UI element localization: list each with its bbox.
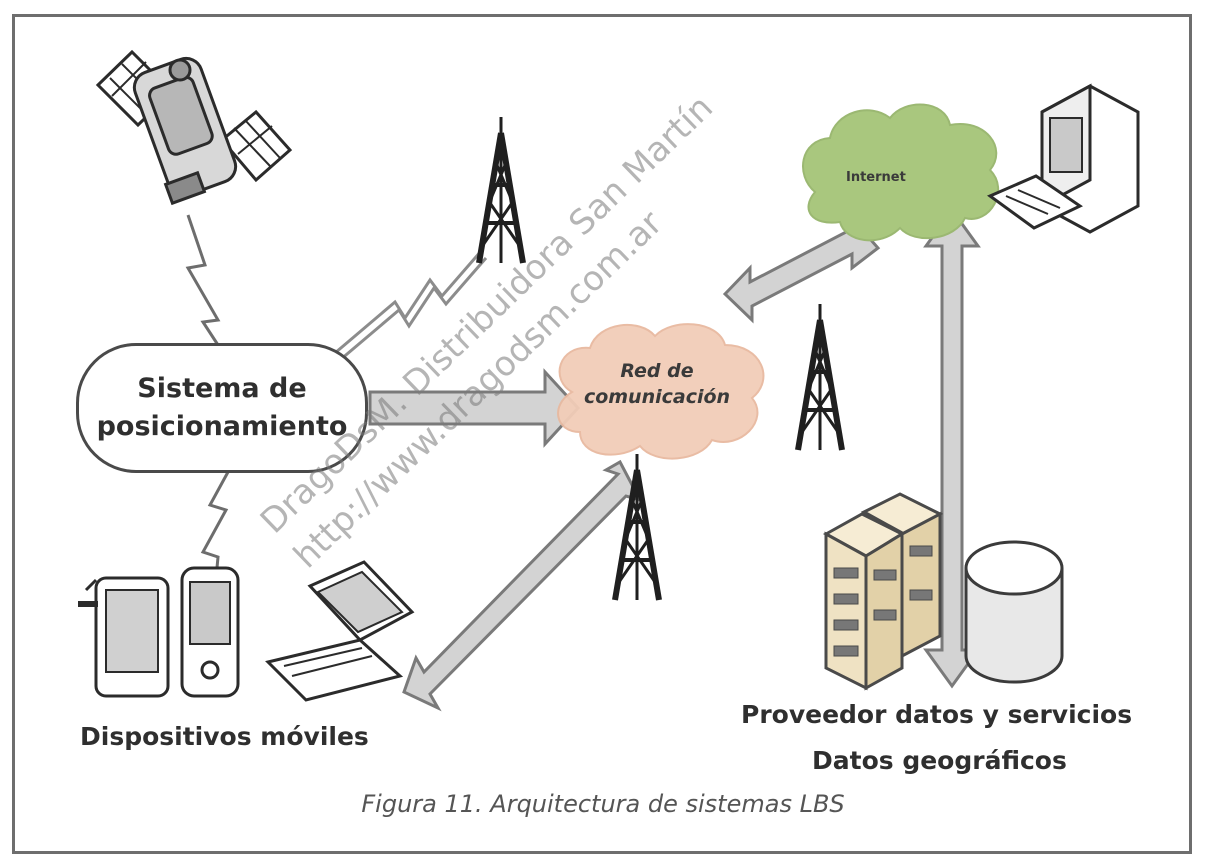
computer-icon (986, 83, 1140, 234)
provider-label: Proveedor datos y servicios (741, 700, 1133, 729)
positioning-system-node: Sistema de posicionamiento (76, 343, 368, 473)
device-link (200, 471, 230, 601)
satellite-link (185, 214, 221, 346)
internet-label: Internet (846, 170, 906, 185)
mobile-devices-label: Dispositivos móviles (80, 722, 369, 751)
satellite-icon (95, 49, 293, 206)
arrow-internet-provider (923, 207, 981, 689)
positioning-system-line2: posicionamiento (96, 411, 348, 442)
antenna-tower-icon (479, 117, 523, 263)
laptop-icon (265, 560, 415, 702)
arrow-positioning-to-network (368, 368, 581, 448)
arrow-network-internet (722, 212, 881, 324)
positioning-system-line1: Sistema de (137, 373, 307, 404)
tower-link (334, 249, 488, 362)
network-label-line2: comunicación (583, 386, 731, 408)
phone-icon (180, 566, 240, 698)
tablet-icon (78, 576, 170, 698)
network-node-label: Red de comunicación (552, 358, 762, 410)
internet-cloud-icon (802, 103, 1000, 242)
figure-caption: Figura 11. Arquitectura de sistemas LBS (361, 790, 845, 818)
network-label-line1: Red de (620, 360, 694, 382)
server-icon (822, 492, 944, 691)
network-cloud-icon (557, 323, 765, 460)
database-icon (964, 540, 1064, 684)
geo-data-label: Datos geográficos (812, 746, 1067, 775)
arrow-network-laptop (402, 459, 643, 712)
antenna-tower-icon (798, 304, 842, 450)
